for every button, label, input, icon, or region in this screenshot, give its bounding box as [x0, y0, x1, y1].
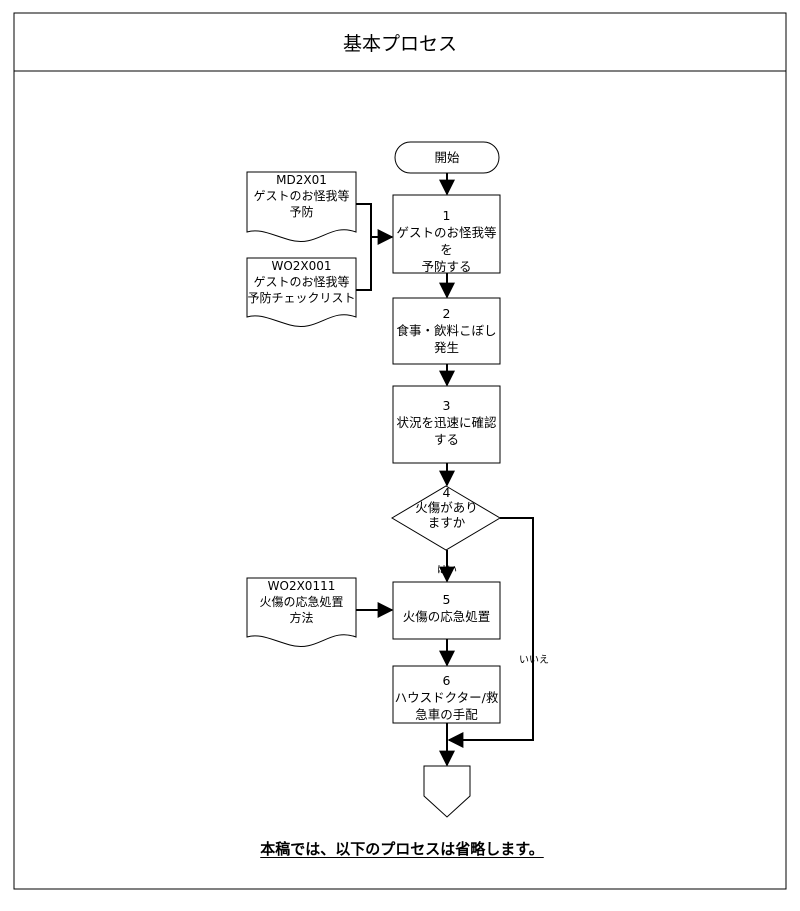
no-label: いいえ — [519, 655, 549, 666]
document-md2x01-line1: ゲストのお怪我等 — [253, 189, 350, 203]
document-wo2x0111-text: WO2X0111 火傷の応急処置 方法 — [247, 578, 356, 626]
footer-note: 本稿では、以下のプロセスは省略します。 — [260, 840, 544, 858]
step-6-box — [392, 665, 501, 724]
step-1-number: 1 — [442, 208, 451, 223]
step-2-text: 2 食事・飲料こぼし 発生 — [393, 305, 500, 356]
step-4-line2: ますか — [427, 515, 466, 530]
step-6-text: 6 ハウスドクター/救 急車の手配 — [393, 672, 500, 723]
step-3-line2: する — [433, 432, 459, 447]
document-shape-wo2x001 — [246, 257, 357, 327]
document-wo2x001-code: WO2X001 — [271, 259, 332, 273]
start-label: 開始 — [434, 150, 460, 165]
page-title: 基本プロセス — [342, 32, 457, 55]
outer-frame — [13, 12, 787, 890]
step-6-line1: ハウスドクター/救 — [394, 690, 499, 705]
step-1-box — [392, 194, 501, 274]
document-shape-wo2x0111 — [246, 577, 357, 647]
document-wo2x0111-line2: 方法 — [289, 611, 314, 625]
step-5-box — [392, 581, 501, 640]
document-md2x01-code: MD2X01 — [276, 173, 327, 187]
step-5-number: 5 — [442, 592, 451, 607]
step-6-number: 6 — [442, 673, 451, 688]
document-md2x01-text: MD2X01 ゲストのお怪我等 予防 — [247, 172, 356, 220]
step-4-number: 4 — [442, 485, 451, 500]
step-4-text: 4 火傷があり ますか — [400, 485, 493, 530]
step-5-text: 5 火傷の応急処置 — [393, 591, 500, 625]
document-wo2x001-text: WO2X001 ゲストのお怪我等 予防チェックリスト — [247, 258, 356, 306]
step-2-number: 2 — [442, 306, 451, 321]
step-2-line2: 発生 — [433, 340, 459, 355]
document-wo2x001-line2: 予防チェックリスト — [247, 291, 356, 305]
yes-label: はい — [437, 565, 457, 576]
step-6-line2: 急車の手配 — [415, 707, 478, 722]
step-1-line2: 予防する — [421, 259, 472, 274]
document-wo2x001-line1: ゲストのお怪我等 — [253, 275, 350, 289]
step-3-box — [392, 385, 501, 464]
step-3-line1: 状況を迅速に確認 — [396, 415, 497, 430]
document-shape-md2x01 — [246, 171, 357, 242]
step-1-text: 1 ゲストのお怪我等を 予防する — [393, 207, 500, 275]
step-5-line1: 火傷の応急処置 — [402, 609, 491, 624]
document-wo2x0111-code: WO2X0111 — [267, 579, 336, 593]
step-4-line1: 火傷があり — [415, 500, 478, 515]
document-wo2x0111-line1: 火傷の応急処置 — [259, 595, 344, 609]
off-page-connector — [423, 765, 471, 818]
step-1-line1: ゲストのお怪我等を — [396, 225, 497, 257]
arrow-no-branch — [447, 517, 534, 748]
step-2-line1: 食事・飲料こぼし — [396, 323, 497, 338]
connector-md2x01 — [356, 203, 372, 237]
step-3-number: 3 — [442, 398, 451, 413]
step-3-text: 3 状況を迅速に確認 する — [393, 397, 500, 448]
document-md2x01-line2: 予防 — [289, 205, 314, 219]
connector-wo2x001 — [356, 237, 372, 291]
